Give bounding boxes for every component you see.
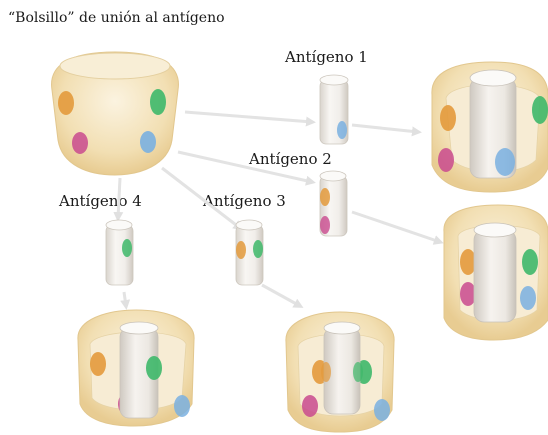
antigen-1-blue-site	[337, 121, 347, 139]
pocket-antigen-4-complex	[78, 310, 194, 426]
antigen-2-shape	[320, 171, 347, 236]
antigen-2-magenta-site	[320, 216, 330, 234]
antigen-3-shape	[236, 220, 263, 285]
arrow-antigen-4-to-complex	[124, 292, 126, 306]
arrow-antigen-3-to-complex	[262, 285, 300, 306]
arrow-antigen-2-to-complex	[352, 212, 440, 242]
empty-binding-pocket	[52, 52, 179, 175]
antigen-4-shape	[106, 220, 133, 285]
magenta-site	[72, 132, 88, 154]
arrow-pocket-to-antigen-4	[118, 178, 120, 218]
arrow-pocket-to-antigen-1	[185, 112, 312, 122]
pocket-antigen-2-complex	[444, 205, 548, 340]
orange-site	[58, 91, 74, 115]
arrow-pocket-to-antigen-3	[162, 168, 240, 228]
green-site	[150, 89, 166, 115]
antigen-1-shape	[320, 75, 348, 144]
arrow-antigen-1-to-complex	[352, 125, 418, 132]
antigen-3-green-site	[253, 240, 263, 258]
pocket-antigen-3-complex	[286, 312, 394, 432]
arrow-pocket-to-antigen-2	[178, 152, 312, 182]
blue-site	[140, 131, 156, 153]
antigen-3-orange-site	[236, 241, 246, 259]
pocket-antigen-1-complex	[432, 62, 548, 192]
antigen-2-orange-site	[320, 188, 330, 206]
antigen-4-green-site	[122, 239, 132, 257]
